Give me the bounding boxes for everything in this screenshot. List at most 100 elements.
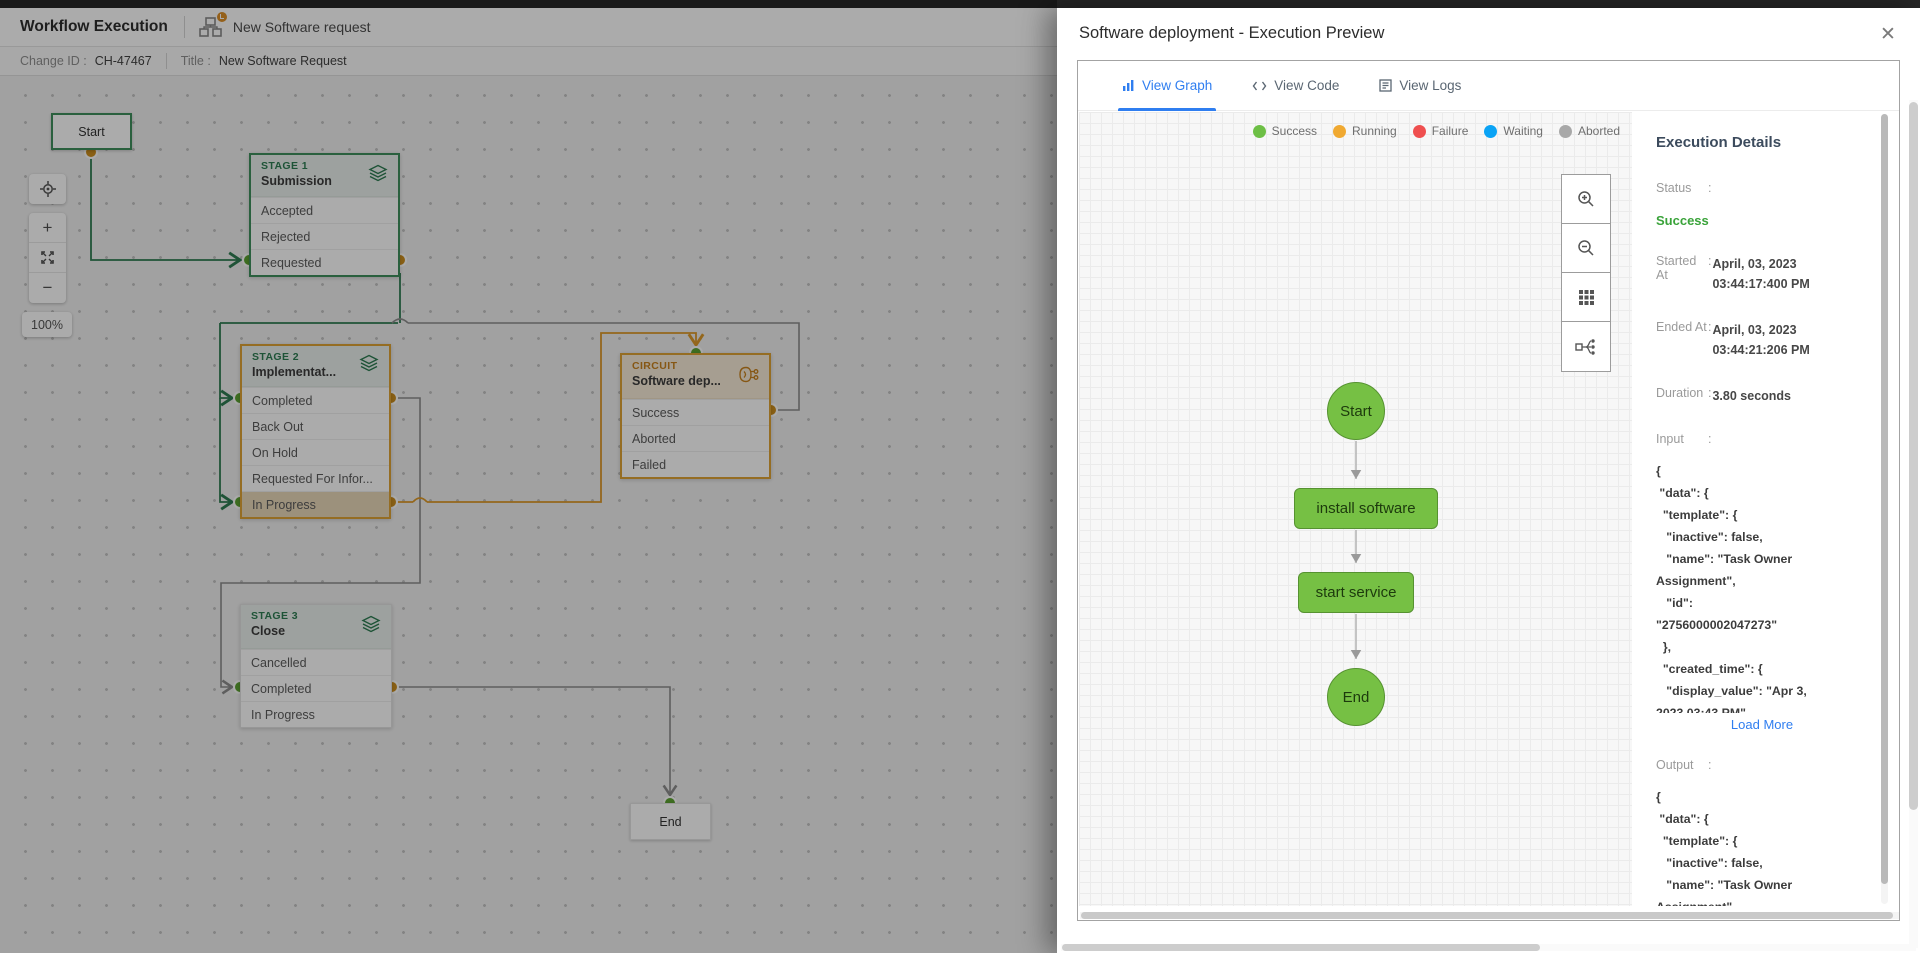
app-header: Workflow Execution New Software request [0, 8, 1057, 47]
colon: : [1708, 320, 1712, 334]
stage3-type: STAGE 3 [251, 610, 298, 622]
legend-label: Failure [1431, 124, 1469, 138]
circuit-icon [736, 364, 760, 389]
end-node[interactable]: End [630, 803, 711, 840]
legend-failure: Failure [1412, 124, 1469, 138]
subbar-divider [165, 53, 167, 69]
container-hscroll-thumb[interactable] [1081, 912, 1893, 919]
zoom-in-icon [1578, 191, 1594, 207]
stage-row[interactable]: Requested [251, 249, 398, 275]
status-label: Status [1656, 181, 1692, 195]
workflow-icon [199, 11, 228, 38]
stage2-box[interactable]: STAGE 2 Implementat... Completed Back Ou… [240, 344, 391, 519]
ended-at-value: April, 03, 2023 03:44:21:206 PM [1712, 323, 1810, 357]
stage3-box[interactable]: STAGE 3 Close Cancelled Completed In Pro… [240, 604, 392, 728]
stage3-name: Close [251, 624, 286, 638]
legend-label: Aborted [1577, 124, 1620, 138]
colon: : [1708, 758, 1712, 772]
container-horizontal-scrollbar[interactable] [1080, 912, 1899, 919]
modal-titlebar: Software deployment - Execution Preview … [1057, 8, 1920, 60]
running-dot [1333, 124, 1346, 138]
circuit-row[interactable]: Aborted [622, 425, 769, 451]
fit-screen-button[interactable] [29, 243, 66, 273]
graph-zoom-in-button[interactable] [1562, 175, 1610, 224]
code-icon [1252, 81, 1267, 90]
legend-label: Running [1352, 124, 1397, 138]
details-scrollbar-thumb[interactable] [1881, 114, 1888, 884]
top-strip [0, 0, 1920, 8]
crosshair-icon [39, 181, 56, 197]
layers-icon [367, 163, 389, 188]
circuit-row[interactable]: Failed [622, 451, 769, 477]
stage-row[interactable]: Completed [241, 675, 391, 701]
graph-grid-toggle-button[interactable] [1562, 273, 1610, 322]
stage1-type: STAGE 1 [261, 160, 308, 172]
started-at-label: Started At [1656, 254, 1697, 282]
legend-success: Success [1252, 124, 1317, 138]
preview-container: View Graph View Code View Logs [1077, 60, 1900, 921]
start-node-label: Start [78, 124, 105, 139]
tab-label: View Code [1274, 78, 1340, 93]
modal-hscroll-thumb[interactable] [1062, 944, 1540, 951]
graph-layout-button[interactable] [1562, 322, 1610, 371]
grid-icon [1578, 289, 1594, 305]
zoom-in-button[interactable]: + [29, 213, 66, 243]
execution-details-title: Execution Details [1656, 134, 1782, 151]
change-id-label: Change ID : [20, 54, 87, 68]
zoom-out-button[interactable]: − [42, 278, 53, 297]
success-dot [1252, 124, 1266, 138]
tab-view-logs[interactable]: View Logs [1379, 61, 1461, 111]
output-row: Output : [1656, 758, 1868, 772]
tab-view-code[interactable]: View Code [1252, 61, 1339, 111]
graph-node-install-software[interactable]: install software [1294, 488, 1438, 529]
graph-node-label: start service [1315, 584, 1397, 601]
stage-row-active[interactable]: In Progress [242, 491, 389, 517]
stage-row[interactable]: Requested For Infor... [242, 465, 389, 491]
started-at-value: April, 03, 2023 03:44:17:400 PM [1712, 257, 1810, 291]
duration-value: 3.80 seconds [1712, 389, 1791, 403]
header-divider [183, 16, 185, 38]
stage-row[interactable]: On Hold [242, 439, 389, 465]
stage2-type: STAGE 2 [252, 351, 299, 363]
load-more-link[interactable]: Load More [1730, 717, 1794, 732]
graph-zoom-out-button[interactable] [1562, 224, 1610, 273]
change-id-value: CH-47467 [94, 54, 152, 68]
graph-node-end[interactable]: End [1327, 668, 1385, 726]
circuit-box[interactable]: CIRCUIT Software dep... Success Aborted … [620, 353, 771, 479]
stage-row[interactable]: In Progress [241, 701, 391, 727]
stage-row[interactable]: Rejected [251, 223, 398, 249]
colon: : [1708, 254, 1712, 268]
graph-node-start[interactable]: Start [1327, 382, 1385, 440]
stage1-header: STAGE 1 Submission [251, 155, 398, 197]
stage1-box[interactable]: STAGE 1 Submission Accepted Rejected Req… [249, 153, 400, 277]
colon: : [1708, 181, 1712, 195]
stage-row[interactable]: Back Out [242, 413, 389, 439]
graph-zoom-toolbar [1561, 174, 1611, 372]
title-value: New Software Request [218, 54, 347, 68]
locate-button[interactable] [29, 174, 66, 204]
modal-vscroll-thumb[interactable] [1909, 102, 1918, 810]
zoom-level-label: 100% [22, 312, 72, 337]
close-icon[interactable]: ✕ [1880, 23, 1896, 45]
circuit-row[interactable]: Success [622, 399, 769, 425]
stage-row[interactable]: Completed [242, 387, 389, 413]
tab-bar: View Graph View Code View Logs [1078, 61, 1899, 111]
graph-node-start-service[interactable]: start service [1298, 572, 1414, 613]
modal-vertical-scrollbar[interactable] [1909, 100, 1918, 948]
start-node[interactable]: Start [51, 113, 132, 150]
ended-at-label: Ended At [1656, 320, 1707, 334]
execution-graph-pane[interactable]: Success Running Failure Waiting [1079, 112, 1632, 906]
output-label: Output [1656, 758, 1694, 772]
stage-row[interactable]: Cancelled [241, 649, 391, 675]
workflow-canvas[interactable]: + − 100% Start STAGE 1 Submission [0, 76, 1057, 953]
graph-node-label: install software [1316, 500, 1416, 517]
modal-title: Software deployment - Execution Preview [1079, 24, 1385, 42]
input-label: Input [1656, 432, 1684, 446]
tab-view-graph[interactable]: View Graph [1117, 61, 1217, 111]
circuit-header: CIRCUIT Software dep... [622, 355, 769, 399]
details-scrollbar[interactable] [1881, 114, 1888, 904]
modal-horizontal-scrollbar[interactable] [1061, 944, 1916, 951]
workflow-clock-badge [215, 11, 228, 23]
stage-row[interactable]: Accepted [251, 197, 398, 223]
zoom-out-icon [1578, 240, 1594, 256]
